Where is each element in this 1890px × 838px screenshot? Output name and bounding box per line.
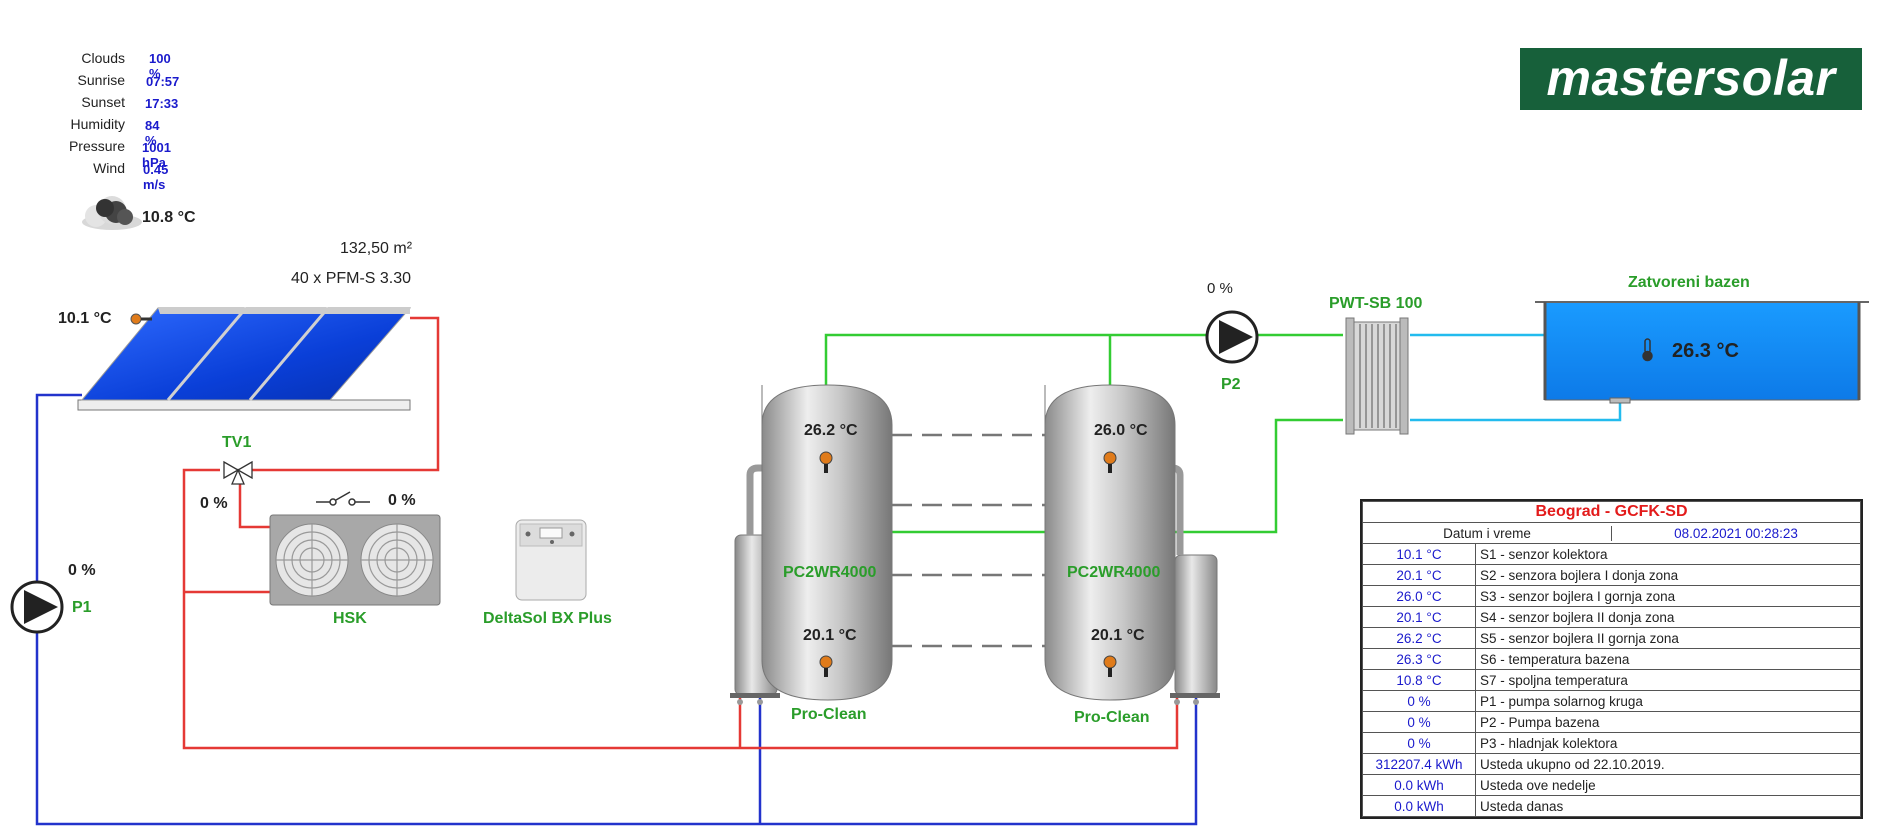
- info-desc: Usteda danas: [1475, 795, 1861, 817]
- weather-label-sunrise: Sunrise: [77, 72, 125, 88]
- info-table: Beograd - GCFK-SD Datum i vreme 08.02.20…: [1360, 499, 1863, 819]
- weather-label-humidity: Humidity: [70, 116, 125, 132]
- heat-exchanger-label: PWT-SB 100: [1329, 295, 1423, 312]
- info-desc: P3 - hladnjak kolektora: [1475, 732, 1861, 754]
- info-desc: Usteda ukupno od 22.10.2019.: [1475, 753, 1861, 775]
- info-desc: P2 - Pumpa bazena: [1475, 711, 1861, 733]
- weather-value-pressure: 1001 hPa: [142, 140, 171, 170]
- collector-temperature: 10.1 °C: [58, 310, 112, 327]
- valve-tv1-label: TV1: [222, 434, 252, 451]
- info-value: 10.8 °C: [1362, 669, 1476, 691]
- tank-1-top-temp: 26.2 °C: [804, 422, 858, 439]
- info-value: 312207.4 kWh: [1362, 753, 1476, 775]
- weather-label-clouds: Clouds: [81, 50, 125, 66]
- tank-2-model: PC2WR4000: [1067, 564, 1161, 581]
- info-desc: S5 - senzor bojlera II gornja zona: [1475, 627, 1861, 649]
- info-datetime-row: Datum i vreme 08.02.2021 00:28:23: [1362, 522, 1861, 544]
- pool-temperature: 26.3 °C: [1672, 340, 1739, 362]
- weather-value-clouds: 100 %: [149, 51, 171, 81]
- info-desc: S3 - senzor bojlera I gornja zona: [1475, 585, 1861, 607]
- hsk-label: HSK: [333, 610, 367, 627]
- switch-icon: [316, 491, 370, 506]
- valve-tv1: [223, 460, 253, 485]
- pump-p1-symbol: [10, 580, 64, 634]
- pump-p1-value: 0 %: [68, 562, 96, 579]
- pump-p2-symbol: [1205, 310, 1259, 364]
- info-value: 20.1 °C: [1362, 564, 1476, 586]
- info-desc: S7 - spoljna temperatura: [1475, 669, 1861, 691]
- info-value: 0 %: [1362, 690, 1476, 712]
- weather-label-pressure: Pressure: [68, 138, 125, 154]
- tank-1-label: Pro-Clean: [791, 706, 867, 723]
- info-value: 26.0 °C: [1362, 585, 1476, 607]
- outdoor-temperature: 10.8 °C: [142, 209, 196, 226]
- hsk-cooler: [269, 514, 441, 606]
- weather-value-humidity: 84 %: [145, 118, 160, 148]
- pump-p2-label: P2: [1221, 376, 1241, 393]
- pool-basin: [1535, 301, 1869, 404]
- collector-area: 132,50 m²: [340, 240, 413, 257]
- info-desc: S6 - temperatura bazena: [1475, 648, 1861, 670]
- info-desc: S4 - senzor bojlera II donja zona: [1475, 606, 1861, 628]
- heat-exchanger: [1345, 317, 1409, 435]
- info-value: 0 %: [1362, 711, 1476, 733]
- info-value: 26.3 °C: [1362, 648, 1476, 670]
- cloud-icon: [82, 196, 142, 230]
- table-row: 0 %P2 - Pumpa bazena: [1362, 711, 1861, 733]
- pool-label: Zatvoreni bazen: [1628, 274, 1750, 291]
- info-value: 26.2 °C: [1362, 627, 1476, 649]
- weather-value-sunrise: 07:57: [146, 74, 180, 89]
- pool-pipe: [1410, 333, 1622, 422]
- info-table-title: Beograd - GCFK-SD: [1362, 501, 1861, 523]
- weather-value-wind: 0.45 m/s: [143, 162, 169, 192]
- tank-1-model: PC2WR4000: [783, 564, 877, 581]
- pump-p1-label: P1: [72, 599, 92, 616]
- info-desc: Usteda ove nedelje: [1475, 774, 1861, 796]
- table-row: 0 %P3 - hladnjak kolektora: [1362, 732, 1861, 754]
- tank-2-bottom-temp: 20.1 °C: [1091, 627, 1145, 644]
- info-value: 10.1 °C: [1362, 543, 1476, 565]
- info-value: 20.1 °C: [1362, 606, 1476, 628]
- tank-2: [1044, 384, 1220, 705]
- valve-tv1-value: 0 %: [200, 495, 228, 512]
- info-desc: S1 - senzor kolektora: [1475, 543, 1861, 565]
- info-desc: S2 - senzora bojlera I donja zona: [1475, 564, 1861, 586]
- thermometer-icon: [1642, 338, 1653, 362]
- info-value: 0 %: [1362, 732, 1476, 754]
- info-datetime-label: Datum i vreme: [1363, 525, 1612, 541]
- tank-1-bottom-temp: 20.1 °C: [803, 627, 857, 644]
- info-desc: P1 - pumpa solarnog kruga: [1475, 690, 1861, 712]
- weather-value-sunset: 17:33: [145, 96, 179, 111]
- controller-label: DeltaSol BX Plus: [483, 610, 612, 627]
- weather-label-wind: Wind: [93, 160, 125, 176]
- pump-p2-value: 0 %: [1207, 280, 1233, 297]
- weather-label-sunset: Sunset: [81, 94, 125, 110]
- info-datetime-value: 08.02.2021 00:28:23: [1674, 525, 1798, 541]
- mastersolar-logo: mastersolar: [1520, 48, 1862, 110]
- tank-2-label: Pro-Clean: [1074, 709, 1150, 726]
- cold-pipe: [35, 393, 1198, 826]
- tank-connector-dashes: [892, 433, 1045, 648]
- table-row: 0 %P1 - pumpa solarnog kruga: [1362, 690, 1861, 712]
- solar-collector: [77, 307, 412, 411]
- tank-1: [730, 384, 893, 705]
- hot-pipe: [182, 316, 1179, 750]
- collector-model: 40 x PFM-S 3.30: [291, 270, 412, 287]
- controller-device: [515, 519, 587, 601]
- info-value: 0.0 kWh: [1362, 795, 1476, 817]
- hsk-switch-value: 0 %: [388, 492, 416, 509]
- tank-2-top-temp: 26.0 °C: [1094, 422, 1148, 439]
- info-value: 0.0 kWh: [1362, 774, 1476, 796]
